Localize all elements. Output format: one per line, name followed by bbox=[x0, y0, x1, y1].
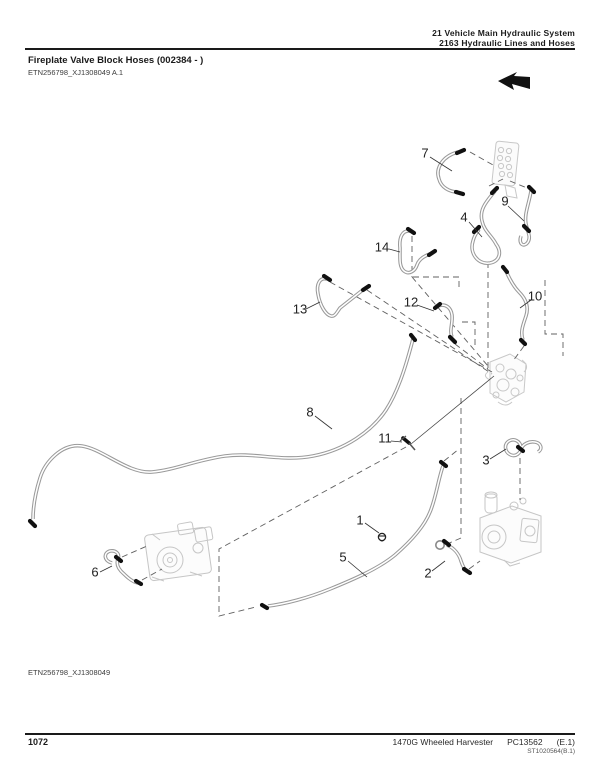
footer-catalog: PC13562 bbox=[507, 737, 543, 747]
hose-2 bbox=[434, 539, 468, 573]
hose-12 bbox=[437, 303, 454, 338]
page-number: 1072 bbox=[28, 737, 49, 747]
arrow-shape bbox=[498, 72, 530, 90]
footer-divider bbox=[25, 733, 575, 735]
footer-right: 1470G Wheeled Harvester PC13562 (E.1) ST10… bbox=[392, 737, 575, 755]
hose-4 bbox=[470, 189, 502, 265]
footer-publication-line: 1470G Wheeled Harvester PC13562 (E.1) bbox=[392, 737, 575, 747]
hose-9 bbox=[518, 190, 533, 247]
footer-sheet-ref: ST1020564(B.1) bbox=[527, 748, 575, 755]
footer-model: 1470G Wheeled Harvester bbox=[392, 737, 494, 747]
dashed-alignment-lines bbox=[121, 151, 564, 617]
hose-8 bbox=[31, 338, 415, 520]
figure-label: ETN256798_XJ1308049 bbox=[28, 668, 111, 677]
hose-7 bbox=[436, 150, 459, 194]
hose-5 bbox=[267, 465, 445, 608]
hose-13 bbox=[315, 276, 366, 318]
nav-back-arrow-icon[interactable] bbox=[493, 68, 533, 96]
leader-to-fitting-11 bbox=[410, 375, 495, 445]
figure-reference: ETN256798_XJ1308049 A.1 bbox=[28, 68, 124, 77]
header-line2: 2163 Hydraulic Lines and Hoses bbox=[439, 38, 575, 48]
ghost-valve-block-center bbox=[484, 353, 528, 406]
hose-3 bbox=[503, 438, 543, 458]
plug-1 bbox=[377, 532, 387, 542]
hose-fittings bbox=[27, 147, 537, 611]
ghost-pump-right bbox=[479, 491, 542, 567]
header-line1: 21 Vehicle Main Hydraulic System bbox=[432, 28, 575, 38]
fitting-11 bbox=[399, 435, 416, 451]
ghost-pump-left bbox=[144, 521, 214, 582]
hoses bbox=[31, 150, 543, 608]
footer-edition: (E.1) bbox=[556, 737, 575, 747]
callout-leader-lines bbox=[99, 156, 532, 578]
section-title: Fireplate Valve Block Hoses (002384 - ) bbox=[28, 55, 204, 66]
hose-14 bbox=[398, 229, 431, 275]
ghost-valve-block-top bbox=[491, 140, 520, 199]
header-divider bbox=[25, 48, 575, 50]
page-header: 21 Vehicle Main Hydraulic System 2163 Hy… bbox=[432, 28, 575, 48]
